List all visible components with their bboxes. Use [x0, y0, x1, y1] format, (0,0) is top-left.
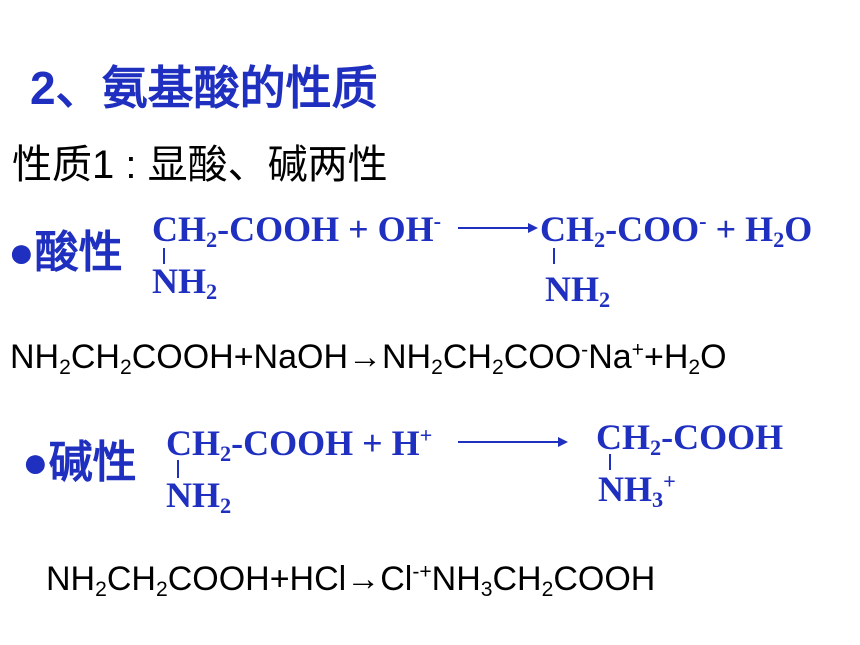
base-product-formula: CH2-COOH: [596, 417, 784, 461]
acid-product-formula: CH2-COO- + H2O: [540, 208, 813, 253]
acid-reactant-bond: [163, 248, 165, 264]
basicity-label: ●碱性: [22, 438, 137, 487]
acidity-label: ●酸性: [8, 228, 123, 277]
base-reactant-amine: NH2: [166, 475, 232, 519]
acid-product-amine: NH2: [545, 269, 611, 313]
base-equation: NH2CH2COOH+HCl→Cl-+NH3CH2COOH: [46, 560, 656, 601]
page-title: 2、氨基酸的性质: [30, 62, 378, 114]
base-reaction-arrow: [458, 437, 568, 447]
acid-equation: NH2CH2COOH+NaOH→NH2CH2COO-Na++H2O: [10, 338, 727, 379]
base-product-amine: NH3+: [598, 468, 676, 513]
acid-reaction-arrow: [458, 223, 538, 233]
base-reactant-formula: CH2-COOH + H+: [166, 422, 433, 467]
property-subtitle: 性质1 : 显酸、碱两性: [12, 143, 388, 187]
acid-reactant-amine: NH2: [152, 261, 218, 305]
acid-product-bond: [553, 248, 555, 264]
base-product-bond: [609, 454, 611, 470]
acid-reactant-formula: CH2-COOH + OH-: [152, 208, 442, 253]
base-reactant-bond: [177, 460, 179, 478]
